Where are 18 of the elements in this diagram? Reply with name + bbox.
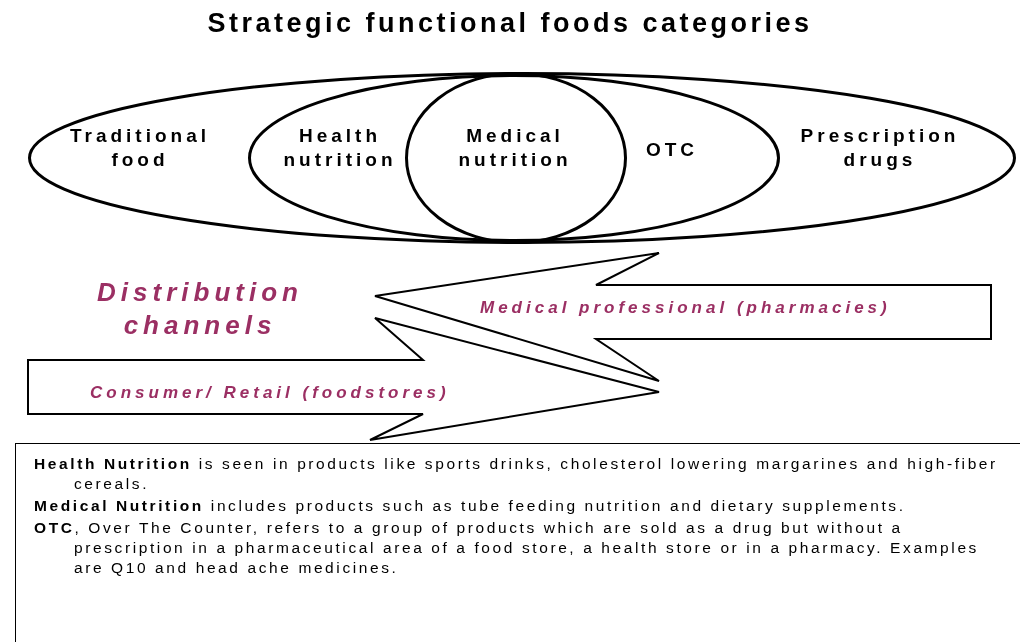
category-label: Traditional food — [68, 124, 212, 172]
category-label: Health nutrition — [282, 124, 398, 172]
category-label: Medical nutrition — [457, 124, 573, 172]
channel-label: Medical professional (pharmacies) — [480, 298, 891, 318]
category-label: Prescription drugs — [799, 124, 961, 172]
definition-text: OTC, Over The Counter, refers to a group of products which are sold as a drug but without a prescription in a pharmaceutical area of a food store, a health store or in a pharmacy. Examples are Q10 and head ache medicines. — [33, 518, 980, 578]
definition-text: Health Nutrition is seen in products like sports drinks, cholesterol lowering margarines and high-fiber cereals. — [33, 454, 999, 494]
section-heading: Distribution channels — [96, 276, 304, 342]
channel-band — [372, 250, 994, 384]
category-ellipse — [248, 74, 780, 242]
channel-label: Consumer/ Retail (foodstores) — [90, 383, 450, 403]
title: Strategic functional foods categories — [206, 8, 814, 39]
category-circle — [405, 72, 627, 244]
category-ellipse — [28, 72, 1016, 244]
definition-box — [15, 443, 1020, 642]
category-label: OTC — [644, 138, 700, 162]
definition-text: Medical Nutrition includes products such as tube feeding nutrition and dietary supplements. — [33, 496, 907, 516]
channel-band — [26, 315, 662, 443]
